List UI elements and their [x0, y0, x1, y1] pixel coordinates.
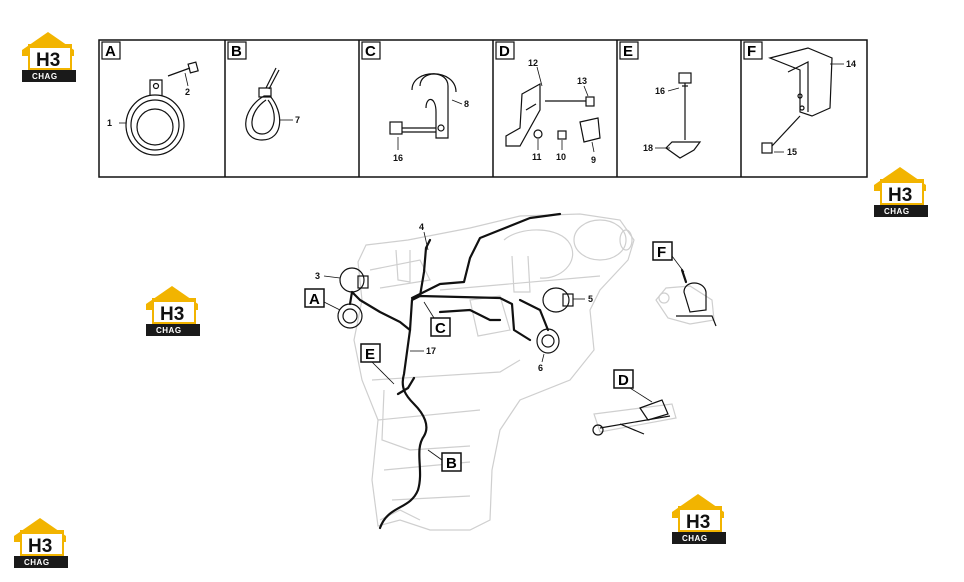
- svg-text:C: C: [435, 320, 446, 337]
- svg-text:E: E: [365, 346, 375, 363]
- svg-text:9: 9: [591, 155, 596, 165]
- brand-logo: H3 CHAG: [672, 494, 726, 544]
- main-marker-b: B: [427, 449, 462, 472]
- svg-text:CHAG: CHAG: [32, 72, 58, 81]
- svg-text:F: F: [747, 43, 756, 60]
- svg-text:CHAG: CHAG: [24, 558, 50, 567]
- main-marker-e: E: [360, 343, 395, 385]
- wiring-harness: [348, 212, 562, 530]
- svg-text:A: A: [105, 43, 116, 60]
- detail-box-f: F 14 15: [743, 41, 856, 157]
- svg-text:10: 10: [556, 152, 566, 162]
- inset-f: F: [652, 241, 717, 327]
- brand-logo: H3 CHAG: [146, 286, 200, 336]
- svg-text:D: D: [499, 43, 510, 60]
- detail-box-c: C 8 16: [361, 41, 469, 163]
- main-marker-a: A: [304, 288, 341, 311]
- svg-text:H3: H3: [36, 50, 60, 71]
- svg-text:H3: H3: [160, 304, 184, 325]
- callout-5: 5: [588, 294, 593, 304]
- clip-plate-icon: [665, 141, 702, 159]
- svg-text:7: 7: [295, 115, 300, 125]
- p-clamp-icon: [411, 73, 457, 139]
- bolt-icon: [761, 115, 801, 154]
- callout-17: 17: [426, 346, 436, 356]
- svg-text:13: 13: [577, 76, 587, 86]
- frame-outline: [353, 213, 635, 531]
- svg-text:E: E: [623, 43, 633, 60]
- inset-d: D: [592, 369, 677, 436]
- detail-box-b: B 7: [227, 41, 300, 141]
- bolt-icon: [678, 72, 692, 140]
- svg-text:CHAG: CHAG: [884, 207, 910, 216]
- detail-box-a: A 1 2: [101, 41, 199, 156]
- horn-right-icon: [536, 328, 560, 354]
- svg-text:1: 1: [107, 118, 112, 128]
- block-icon: [579, 117, 601, 143]
- svg-text:H3: H3: [888, 185, 912, 206]
- svg-text:F: F: [657, 244, 666, 261]
- bracket-icon: [505, 82, 541, 147]
- detail-box-d: D 12 13 11 10 9: [495, 41, 601, 165]
- svg-text:B: B: [231, 43, 242, 60]
- svg-text:H3: H3: [686, 512, 710, 533]
- svg-text:C: C: [365, 43, 376, 60]
- bolt-icon: [167, 61, 199, 77]
- svg-text:H3: H3: [28, 536, 52, 557]
- nut-icon: [557, 130, 567, 140]
- bolt-icon: [545, 96, 595, 107]
- bolt-icon: [389, 121, 436, 135]
- svg-text:CHAG: CHAG: [156, 326, 182, 335]
- svg-text:11: 11: [532, 152, 542, 162]
- horn-icon: [125, 79, 185, 156]
- svg-text:12: 12: [528, 58, 538, 68]
- brand-logo: H3 CHAG: [14, 518, 68, 568]
- brand-logo: H3 CHAG: [874, 167, 928, 217]
- svg-text:2: 2: [185, 87, 190, 97]
- svg-text:CHAG: CHAG: [682, 534, 708, 543]
- guard-bracket-icon: [768, 47, 833, 117]
- svg-text:16: 16: [655, 86, 665, 96]
- svg-text:15: 15: [787, 147, 797, 157]
- svg-text:8: 8: [464, 99, 469, 109]
- horn-upper-right-icon: [542, 287, 574, 313]
- detail-strip: [98, 39, 868, 178]
- callout-3: 3: [315, 271, 320, 281]
- main-marker-c: C: [423, 301, 451, 337]
- svg-text:D: D: [618, 372, 629, 389]
- cable-tie-icon: [245, 67, 281, 141]
- svg-text:A: A: [309, 291, 320, 308]
- washer-icon: [533, 129, 543, 139]
- callout-6: 6: [538, 363, 543, 373]
- svg-text:18: 18: [643, 143, 653, 153]
- svg-text:14: 14: [846, 59, 856, 69]
- callout-4: 4: [419, 222, 424, 232]
- horn-upper-left-icon: [339, 267, 369, 293]
- brand-logo: H3 CHAG: [22, 32, 76, 82]
- svg-text:B: B: [446, 455, 457, 472]
- detail-box-e: E 16 18: [619, 41, 702, 159]
- svg-text:16: 16: [393, 153, 403, 163]
